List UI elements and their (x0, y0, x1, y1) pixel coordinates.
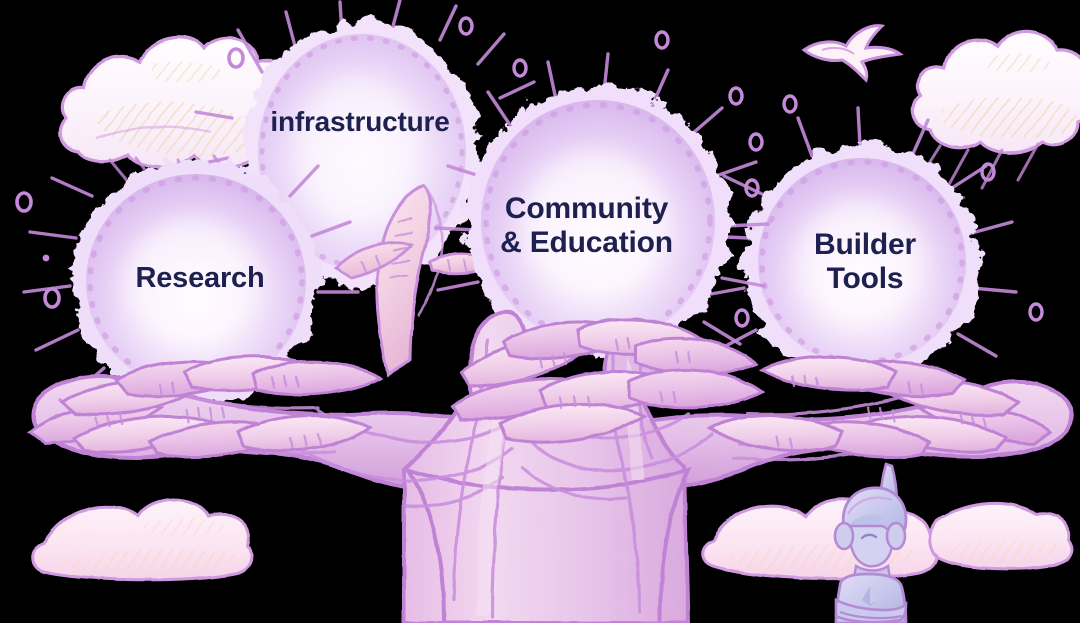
canopy-builder-tools (698, 94, 1044, 380)
character (833, 462, 908, 623)
canopy-label-infrastructure[interactable]: infrastructure (270, 106, 450, 137)
leaf-cluster-left (27, 355, 384, 459)
canopy-community-education (434, 30, 770, 358)
canopy-infrastructure (188, 0, 536, 284)
bird-icon (801, 24, 904, 83)
leaf-cluster-right (707, 355, 1053, 459)
cloud-top-right (910, 29, 1080, 192)
leaf-cluster-center (450, 317, 765, 444)
canopy-label-builder-tools[interactable]: Builder Tools (814, 228, 916, 295)
cloud-bottom-left (31, 498, 253, 582)
canopy-research (15, 160, 360, 426)
canopy-label-research[interactable]: Research (135, 262, 265, 294)
canopy-label-community-education[interactable]: Community & Education (500, 192, 673, 259)
